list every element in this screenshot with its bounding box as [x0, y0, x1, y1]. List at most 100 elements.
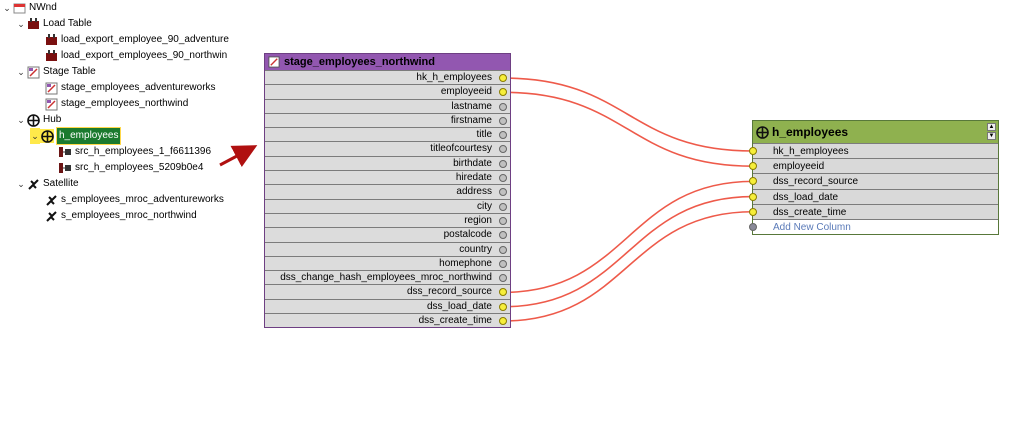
- stage-column-row[interactable]: region: [265, 212, 510, 227]
- add-new-column-label: Add New Column: [773, 221, 851, 233]
- hub-table-node[interactable]: h_employees ▲ ▼ hk_h_employees employeeid…: [749, 120, 999, 236]
- hub-table-title-bar[interactable]: h_employees ▲ ▼: [753, 121, 998, 143]
- hub-column-row[interactable]: employeeid: [749, 158, 998, 174]
- scroll-up-button[interactable]: ▲: [987, 123, 996, 131]
- tree-item-load-table[interactable]: load_export_employee_90_adventure: [44, 32, 229, 48]
- column-port[interactable]: [499, 159, 507, 168]
- chevron-down-icon[interactable]: ⌄: [17, 67, 25, 77]
- tree-group-hub[interactable]: ⌄ Hub: [16, 112, 61, 128]
- column-port[interactable]: [499, 216, 507, 225]
- tree-item-satellite[interactable]: s_employees_mroc_adventureworks: [44, 192, 224, 208]
- stage-column-row[interactable]: dss_record_source: [265, 284, 510, 298]
- tree-item-satellite[interactable]: s_employees_mroc_northwind: [44, 208, 197, 224]
- stage-column-name: firstname: [450, 114, 492, 126]
- stage-column-row[interactable]: dss_change_hash_employees_mroc_northwind: [265, 270, 510, 284]
- hub-column-row[interactable]: hk_h_employees: [749, 143, 998, 159]
- scroll-down-button[interactable]: ▼: [987, 132, 996, 140]
- stage-column-row[interactable]: hk_h_employees: [265, 70, 510, 84]
- stage-column-name: region: [464, 214, 492, 226]
- tree-item-stage-table[interactable]: stage_employees_northwind: [44, 96, 188, 112]
- database-icon: [12, 1, 26, 15]
- column-port[interactable]: [499, 131, 507, 140]
- column-port[interactable]: [499, 288, 507, 297]
- stage-column-row[interactable]: birthdate: [265, 155, 510, 170]
- column-port[interactable]: [499, 102, 507, 111]
- column-port[interactable]: [499, 74, 507, 82]
- tree-root[interactable]: ⌄ NWnd: [2, 0, 57, 16]
- column-port[interactable]: [499, 202, 507, 211]
- column-port[interactable]: [749, 192, 757, 201]
- column-port[interactable]: [499, 116, 507, 125]
- stage-column-row[interactable]: dss_create_time: [265, 313, 510, 327]
- column-port[interactable]: [499, 302, 507, 311]
- stage-column-row[interactable]: hiredate: [265, 170, 510, 184]
- stage-column-row[interactable]: lastname: [265, 98, 510, 113]
- stage-column-row[interactable]: postalcode: [265, 227, 510, 241]
- chevron-down-icon[interactable]: ⌄: [17, 19, 25, 29]
- stage-column-name: title: [476, 129, 492, 141]
- tree-item-stage-table[interactable]: stage_employees_adventureworks: [44, 80, 216, 96]
- column-port[interactable]: [499, 174, 507, 183]
- stage-column-name: dss_change_hash_employees_mroc_northwind: [280, 272, 492, 284]
- stage-column-row[interactable]: country: [265, 241, 510, 256]
- stage-table-icon: [44, 97, 58, 111]
- column-port[interactable]: [499, 145, 507, 154]
- tree-item-label: src_h_employees_5209b0e4: [75, 162, 204, 173]
- tree-item-hub-selected[interactable]: ⌄ h_employees: [30, 127, 122, 145]
- tree-item-load-table[interactable]: load_export_employees_90_northwin: [44, 48, 227, 64]
- column-link: [502, 91, 754, 167]
- stage-column-name: hk_h_employees: [416, 72, 492, 83]
- stage-column-row[interactable]: city: [265, 198, 510, 213]
- stage-column-name: dss_create_time: [418, 315, 492, 327]
- stage-column-name: employeeid: [440, 86, 492, 98]
- hub-table-title: h_employees: [772, 125, 849, 139]
- stage-table-title-bar[interactable]: stage_employees_northwind: [265, 54, 510, 70]
- load-table-icon: [44, 33, 58, 47]
- stage-column-row[interactable]: homephone: [265, 255, 510, 270]
- load-table-icon: [44, 49, 58, 63]
- hub-column-row[interactable]: dss_record_source: [749, 173, 998, 189]
- chevron-down-icon[interactable]: ⌄: [30, 128, 40, 144]
- column-port[interactable]: [499, 317, 507, 326]
- stage-column-row[interactable]: titleofcourtesy: [265, 141, 510, 155]
- stage-column-name: homephone: [439, 257, 492, 269]
- tree-group-stage-table[interactable]: ⌄ Stage Table: [16, 64, 96, 80]
- column-port[interactable]: [749, 147, 757, 155]
- load-table-icon: [26, 17, 40, 31]
- stage-column-row[interactable]: dss_load_date: [265, 298, 510, 313]
- add-column-port: [749, 222, 757, 231]
- column-port[interactable]: [749, 162, 757, 171]
- stage-column-row[interactable]: address: [265, 184, 510, 198]
- source-mapping-icon: [58, 161, 72, 175]
- tree-group-load-table[interactable]: ⌄ Load Table: [16, 16, 92, 32]
- column-port[interactable]: [499, 259, 507, 268]
- stage-table-icon: [44, 81, 58, 95]
- column-links: [502, 77, 754, 322]
- stage-column-row[interactable]: employeeid: [265, 84, 510, 98]
- chevron-down-icon[interactable]: ⌄: [3, 3, 11, 13]
- column-port[interactable]: [499, 88, 507, 97]
- column-port[interactable]: [499, 245, 507, 254]
- tree-group-satellite[interactable]: ⌄ Satellite: [16, 176, 79, 192]
- column-port[interactable]: [749, 207, 757, 216]
- chevron-down-icon[interactable]: ⌄: [17, 115, 25, 125]
- stage-column-row[interactable]: firstname: [265, 112, 510, 127]
- satellite-icon: [44, 193, 58, 207]
- stage-column-name: birthdate: [453, 157, 492, 169]
- tree-group-label: Stage Table: [43, 66, 96, 77]
- hub-column-name: employeeid: [773, 161, 825, 173]
- tree-item-source-mapping[interactable]: src_h_employees_1_f6611396: [58, 144, 211, 160]
- tree-item-source-mapping[interactable]: src_h_employees_5209b0e4: [58, 160, 203, 176]
- chevron-down-icon[interactable]: ⌄: [17, 179, 25, 189]
- column-port[interactable]: [499, 274, 507, 283]
- stage-column-name: hiredate: [455, 172, 492, 184]
- column-port[interactable]: [499, 188, 507, 197]
- column-port[interactable]: [749, 177, 757, 186]
- stage-column-row[interactable]: title: [265, 127, 510, 141]
- stage-table-node[interactable]: stage_employees_northwind hk_h_employees…: [264, 53, 511, 329]
- stage-column-name: dss_record_source: [406, 286, 492, 298]
- column-port[interactable]: [499, 231, 507, 240]
- hub-column-row[interactable]: dss_load_date: [749, 188, 998, 204]
- hub-column-row[interactable]: dss_create_time: [749, 203, 998, 219]
- add-new-column-row[interactable]: Add New Column: [749, 218, 998, 235]
